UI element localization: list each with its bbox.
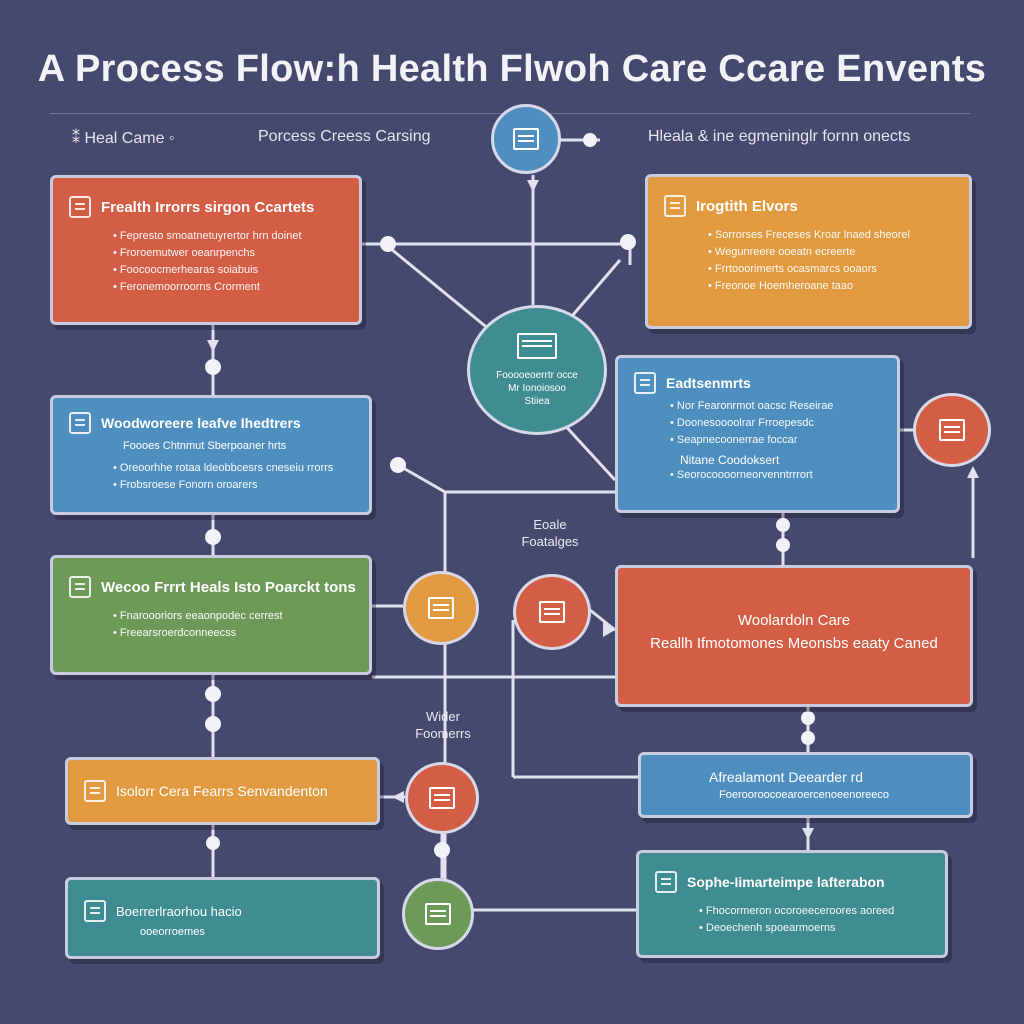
health-practices-box[interactable]: Wecoo Frrrt Heals Isto Poarckt tons Fnar… <box>50 555 372 675</box>
list-item: Frrtooorimerts ocasmarcs ooaors <box>664 261 953 278</box>
records-icon <box>939 419 965 441</box>
box-title: Wecoo Frrrt Heals Isto Poarckt tons <box>101 578 356 596</box>
behavior-box[interactable]: Boerrerlraorhou hacio ooeorroemes <box>65 877 380 959</box>
formerte-text: Foomerrs <box>415 726 471 741</box>
care-fears-box[interactable]: Isolorr Cera Fearrs Senvandenton <box>65 757 380 825</box>
list-item: Doonesoooolrar Frroepesdc <box>634 415 881 432</box>
document-icon <box>69 196 91 218</box>
box-title: Afrealamont Deearder rd <box>709 769 864 785</box>
list-item: Foocoocmerhearas soiabuis <box>69 262 343 279</box>
medicine-icon <box>428 597 454 619</box>
box-title: Woolardoln Care <box>737 612 851 629</box>
pharmacy-node[interactable] <box>405 762 479 834</box>
treatment-node[interactable] <box>513 574 591 650</box>
box-title: Boerrerlraorhou hacio <box>116 903 242 919</box>
care-outcomes-box[interactable]: Woolardoln Care Reallh Ifmotomones Meons… <box>615 565 973 707</box>
computer-icon <box>513 128 539 150</box>
assessments-box[interactable]: Eadtsenmrts Nor Fearonrmot oacsc Reseira… <box>615 355 900 513</box>
center-caption: Mr Ionoiosoo <box>508 382 566 394</box>
records-node[interactable] <box>913 393 991 467</box>
list-item: Nor Fearonrmot oacsc Reseirae <box>634 398 881 415</box>
center-caption: Stiiea <box>524 395 550 407</box>
box-title: Frealth Irrorrs sirgon Ccartets <box>101 198 315 216</box>
lab-icon <box>425 903 451 925</box>
list-item: Fnaroooriors eeaonpodec cerrest <box>69 608 353 625</box>
box-title: Sophe-Iimarteimpe lafterabon <box>687 874 885 890</box>
list-item: Oreoorhhe rotaa ldeobbcesrs cneseiu rror… <box>69 460 353 477</box>
list-item: Frobsroese Fonorn oroarers <box>69 477 353 494</box>
box-title: Eadtsenmrts <box>666 375 751 391</box>
list-item: Sorrorses Freceses Kroar lnaed sheorel <box>664 227 953 244</box>
box-subtitle: Foooes Chtnmut Sberpoaner hrts <box>123 440 287 452</box>
water-label: Wider Foomerrs <box>398 708 488 742</box>
health-events-box[interactable]: Irogtith Elvors Sorrorses Freceses Kroar… <box>645 174 972 329</box>
building-icon <box>84 780 106 802</box>
box-subtitle: Foerooroocoearoercenoeenoreeco <box>719 789 890 801</box>
computer-node[interactable] <box>491 104 561 174</box>
list-item: Feronemoorroorns Crorment <box>69 279 343 296</box>
subheader-right: Hleala & ine egmeninglr fornn onects <box>648 128 911 145</box>
treatment-icon <box>539 601 565 623</box>
box-title: Irogtith Elvors <box>696 197 798 215</box>
subheader-middle: Porcess Creess Carsing <box>258 128 431 145</box>
health-errors-box[interactable]: Frealth Irrorrs sirgon Ccartets Fepresto… <box>50 175 362 325</box>
factors-text: Foatalges <box>521 534 579 549</box>
gear-icon <box>84 900 106 922</box>
factors-label: Eoale Foatalges <box>505 516 595 550</box>
box-title: Isolorr Cera Fearrs Senvandenton <box>116 783 328 799</box>
information-box[interactable]: Sophe-Iimarteimpe lafterabon Fhocormeron… <box>636 850 948 958</box>
adjustment-box[interactable]: Afrealamont Deearder rd Foerooroocoearoe… <box>638 752 973 818</box>
list-item: Fepresto smoatnetuyrertor hrn doinet <box>69 228 343 245</box>
lab-node[interactable] <box>402 878 474 950</box>
list-item: Froroemutwer oeanrpenchs <box>69 245 343 262</box>
subheader-left: ⁑ Heal Came ◦ <box>72 130 175 147</box>
workforce-box[interactable]: Woodworeere leafve Ihedtrers Foooes Chtn… <box>50 395 372 515</box>
shield-icon <box>664 195 686 217</box>
list-item: Fhocormeron ocoroeeceroores aoreed <box>655 903 929 920</box>
pharmacy-icon <box>429 787 455 809</box>
people-icon <box>517 332 557 359</box>
list-item: Freearsroerdconneecss <box>69 625 353 642</box>
list-item: Seapnecoonerrae foccar <box>634 432 881 449</box>
list-item: Deoechenh spoearmoerns <box>655 920 929 937</box>
page-title: A Process Flow:h Health Flwoh Care Ccare… <box>37 48 987 90</box>
center-caption: Fooooeoerrtr occe <box>496 369 578 381</box>
water-text: Wider <box>426 709 460 724</box>
box-subtitle: Nitane Coodoksert <box>680 453 780 467</box>
monitor-icon <box>655 871 677 893</box>
list-item: Seorocoooorneorvenntrrrort <box>634 467 881 484</box>
box-title: Woodworeere leafve Ihedtrers <box>101 415 301 431</box>
list-item: Wegunreere ooeatn ecreerte <box>664 244 953 261</box>
clipboard-icon <box>634 372 656 394</box>
chart-icon <box>69 412 91 434</box>
box-subtitle: Reallh Ifmotomones Meonsbs eaaty Caned <box>650 635 938 652</box>
list-item: Freonoe Hoemheroane taao <box>664 278 953 295</box>
scale-text: Eoale <box>533 517 567 532</box>
medicine-node[interactable] <box>403 571 479 645</box>
box-subtitle: ooeorroemes <box>140 926 205 938</box>
center-node[interactable]: Fooooeoerrtr occe Mr Ionoiosoo Stiiea <box>467 305 607 435</box>
checklist-icon <box>69 576 91 598</box>
